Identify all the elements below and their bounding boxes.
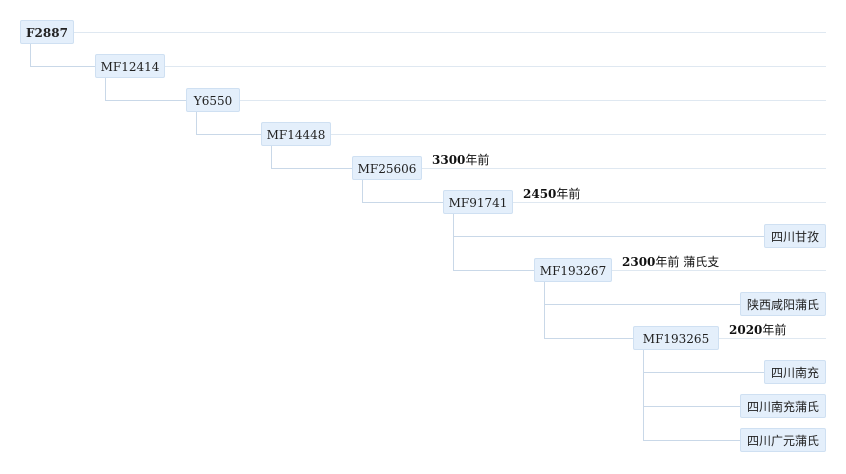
leaf-node[interactable]: 四川广元蒲氏 (740, 428, 826, 452)
connector-horizontal (196, 134, 261, 135)
connector-horizontal (30, 66, 95, 67)
connector-vertical (362, 180, 363, 202)
row-guide-line (74, 32, 826, 33)
age-annotation: 3300年前 (432, 151, 489, 168)
row-guide-line (165, 66, 826, 67)
age-suffix: 年前 (465, 153, 490, 167)
connector-vertical (30, 44, 31, 66)
row-guide-line (513, 202, 826, 203)
connector-vertical (271, 146, 272, 168)
connector-horizontal (643, 372, 764, 373)
connector-vertical (453, 214, 454, 270)
haplogroup-node[interactable]: F2887 (20, 20, 74, 44)
haplogroup-node[interactable]: MF25606 (352, 156, 422, 180)
connector-horizontal (362, 202, 443, 203)
leaf-node[interactable]: 四川甘孜 (764, 224, 826, 248)
connector-horizontal (544, 304, 740, 305)
connector-horizontal (544, 338, 633, 339)
age-annotation: 2450年前 (523, 185, 580, 202)
age-suffix: 年前 蒲氏支 (655, 255, 720, 269)
leaf-node[interactable]: 四川南充 (764, 360, 826, 384)
haplogroup-node[interactable]: MF193265 (633, 326, 719, 350)
connector-vertical (105, 78, 106, 100)
row-guide-line (719, 338, 826, 339)
row-guide-line (331, 134, 826, 135)
connector-horizontal (643, 406, 740, 407)
age-annotation: 2020年前 (729, 321, 786, 338)
age-annotation: 2300年前 蒲氏支 (622, 253, 719, 270)
leaf-node[interactable]: 四川南充蒲氏 (740, 394, 826, 418)
age-value: 3300 (432, 153, 466, 167)
age-value: 2450 (523, 187, 557, 201)
leaf-node[interactable]: 陕西咸阳蒲氏 (740, 292, 826, 316)
age-value: 2020 (729, 323, 763, 337)
row-guide-line (240, 100, 826, 101)
haplogroup-node[interactable]: MF14448 (261, 122, 331, 146)
connector-horizontal (453, 270, 534, 271)
connector-horizontal (105, 100, 186, 101)
connector-vertical (544, 282, 545, 338)
age-suffix: 年前 (556, 187, 581, 201)
connector-vertical (643, 350, 644, 440)
row-guide-line (612, 270, 826, 271)
age-value: 2300 (622, 255, 656, 269)
haplogroup-node[interactable]: MF193267 (534, 258, 612, 282)
connector-horizontal (271, 168, 352, 169)
age-suffix: 年前 (762, 323, 787, 337)
connector-horizontal (643, 440, 740, 441)
haplogroup-node[interactable]: Y6550 (186, 88, 240, 112)
haplogroup-node[interactable]: MF12414 (95, 54, 165, 78)
row-guide-line (422, 168, 826, 169)
haplogroup-node[interactable]: MF91741 (443, 190, 513, 214)
connector-vertical (196, 112, 197, 134)
connector-horizontal (453, 236, 764, 237)
